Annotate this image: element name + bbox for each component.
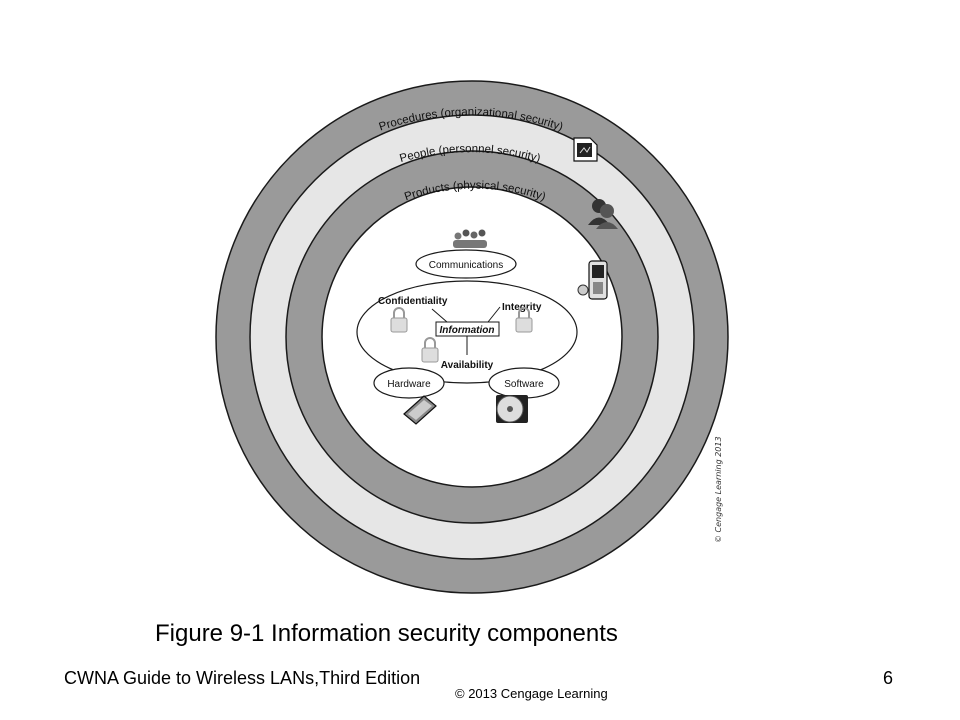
information-box <box>435 321 500 337</box>
page-number: 6 <box>883 668 894 688</box>
hardware-oval <box>373 367 445 399</box>
availability-label: Availability <box>441 360 494 371</box>
lock-icon <box>390 307 408 333</box>
copyright-notice: © 2013 Cengage Learning <box>455 686 608 701</box>
book-title: CWNA Guide to Wireless LANs,Third Editio… <box>64 668 421 688</box>
hardware-label: Hardware <box>387 379 431 390</box>
group-icon <box>453 229 487 248</box>
disc-icon <box>496 395 528 423</box>
communications-oval <box>415 249 517 279</box>
credit-text: © Cengage Learning 2013 <box>714 436 723 543</box>
phone-icon <box>577 260 608 300</box>
confidentiality-label: Confidentiality <box>378 296 448 307</box>
lock-icon <box>515 307 533 333</box>
hard-drive-icon <box>403 395 437 425</box>
communications-label: Communications <box>429 260 503 271</box>
confidentiality-connector <box>431 308 448 323</box>
integrity-connector <box>487 306 501 323</box>
people-icon <box>588 199 618 229</box>
lock-icon <box>421 337 439 363</box>
information-label: Information <box>440 325 495 336</box>
document-icon <box>573 137 598 162</box>
software-label: Software <box>504 379 544 390</box>
figure-caption: Figure 9-1 Information security componen… <box>155 620 618 647</box>
